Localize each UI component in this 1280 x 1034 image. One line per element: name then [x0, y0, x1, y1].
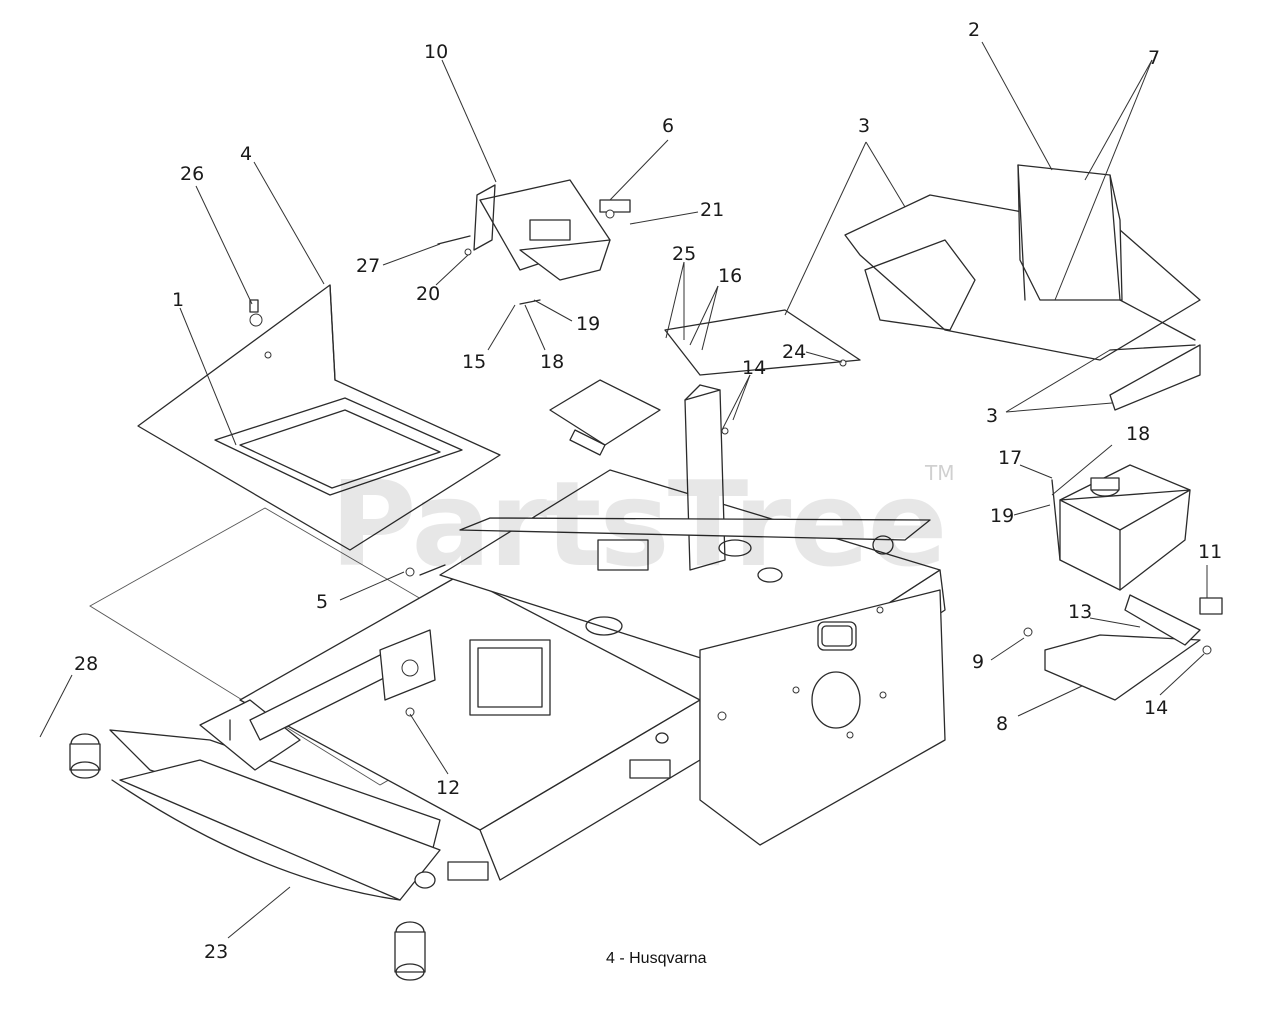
callout-25: 25 — [672, 243, 696, 265]
callout-1: 1 — [172, 289, 184, 311]
callout-19-top: 19 — [576, 313, 600, 335]
callout-10: 10 — [424, 41, 448, 63]
watermark-trademark: TM — [924, 461, 954, 485]
console-bracket — [437, 179, 631, 305]
callout-2: 2 — [968, 19, 980, 41]
callout-4: 4 — [240, 143, 252, 165]
callout-21: 21 — [700, 199, 724, 221]
callout-18-tank: 18 — [1126, 423, 1150, 445]
callout-8: 8 — [996, 713, 1008, 735]
callout-23: 23 — [204, 941, 228, 963]
seat-support — [664, 164, 1201, 435]
callout-15: 15 — [462, 351, 486, 373]
callout-24: 24 — [782, 341, 806, 363]
callout-20: 20 — [416, 283, 440, 305]
leader-lines — [39, 41, 1208, 939]
callout-14-tank: 14 — [1144, 697, 1168, 719]
callout-3-bottom: 3 — [986, 405, 998, 427]
callout-5: 5 — [316, 591, 328, 613]
callout-16: 16 — [718, 265, 742, 287]
callout-11: 11 — [1198, 541, 1222, 563]
callout-19-tank: 19 — [990, 505, 1014, 527]
callout-28: 28 — [74, 653, 98, 675]
callout-labels: 10 2 7 6 3 26 4 21 25 16 27 20 1 19 15 1… — [74, 19, 1222, 963]
callout-9: 9 — [972, 651, 984, 673]
watermark-brand: PartsTree — [330, 455, 946, 593]
callout-3-top: 3 — [858, 115, 870, 137]
callout-26: 26 — [180, 163, 204, 185]
callout-18-top: 18 — [540, 351, 564, 373]
callout-17: 17 — [998, 447, 1022, 469]
callout-12: 12 — [436, 777, 460, 799]
main-frame — [69, 379, 946, 981]
hydraulic-tank — [1023, 464, 1223, 701]
floor-pan — [137, 284, 501, 551]
watermark: PartsTree TM — [330, 455, 954, 593]
callout-6: 6 — [662, 115, 674, 137]
diagram-caption: 4 - Husqvarna — [606, 950, 707, 967]
callout-27: 27 — [356, 255, 380, 277]
callout-14-top: 14 — [742, 357, 766, 379]
callout-13: 13 — [1068, 601, 1092, 623]
callout-7: 7 — [1148, 47, 1160, 69]
